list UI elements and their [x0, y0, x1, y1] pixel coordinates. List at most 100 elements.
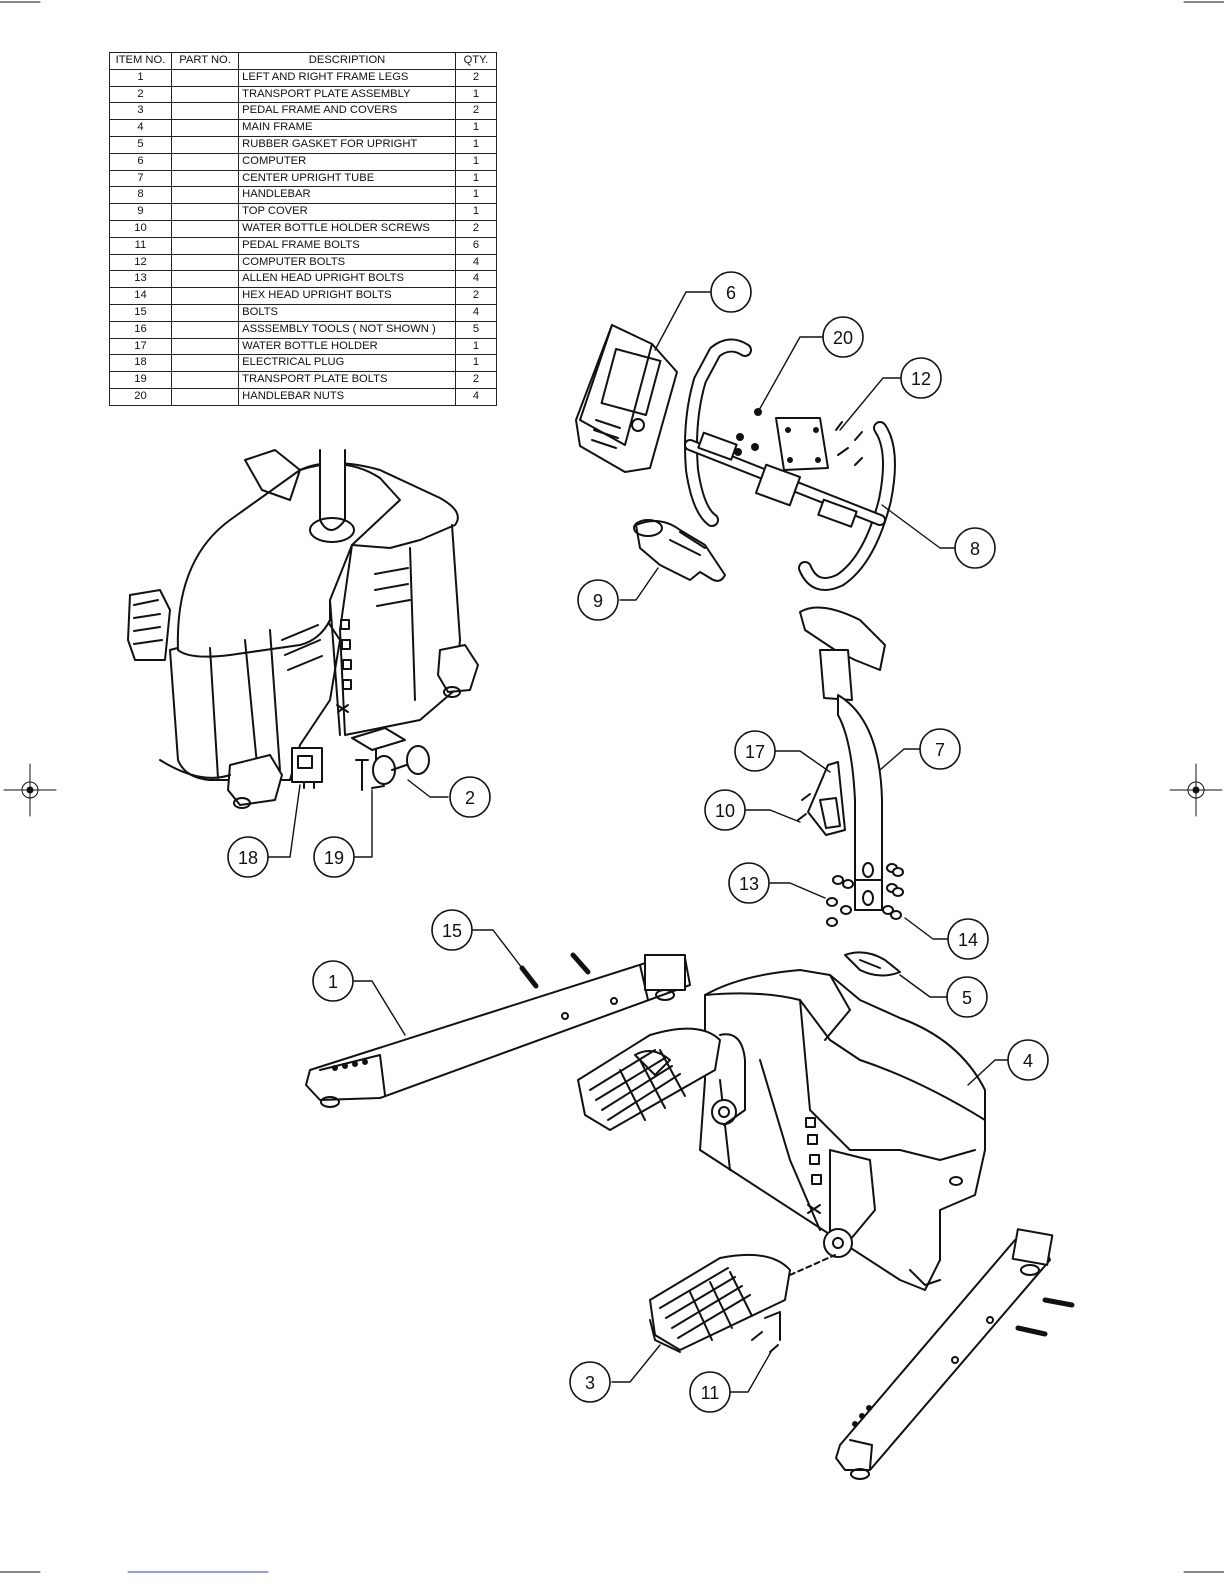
callout-circle — [710, 271, 752, 313]
callout-number: 5 — [962, 988, 972, 1008]
callout-4: 4 — [1007, 1039, 1049, 1081]
callout-number: 14 — [958, 930, 978, 950]
callout-number: 18 — [238, 848, 258, 868]
bolts-15-part — [519, 952, 591, 989]
computer-console-part — [575, 324, 678, 473]
callout-number: 19 — [324, 848, 344, 868]
callout-20: 20 — [822, 316, 864, 358]
leader-lines — [267, 291, 1011, 1393]
callout-circle — [1007, 1039, 1049, 1081]
callout-circle — [449, 776, 491, 818]
cell-description: PEDAL FRAME AND COVERS — [238, 102, 456, 121]
callout-circle — [569, 1361, 611, 1403]
callout-number: 12 — [911, 369, 931, 389]
cell-description: HANDLEBAR NUTS — [238, 387, 456, 406]
cell-description: TRANSPORT PLATE ASSEMBLY — [238, 85, 456, 104]
cell-description: WATER BOTTLE HOLDER SCREWS — [238, 219, 456, 238]
cell-qty: 1 — [454, 119, 498, 137]
callout-11: 11 — [689, 1371, 731, 1413]
cell-description: ALLEN HEAD UPRIGHT BOLTS — [238, 270, 456, 289]
callout-1: 1 — [312, 960, 354, 1002]
callout-number: 20 — [833, 328, 853, 348]
callout-12: 12 — [900, 357, 942, 399]
cell-description: HANDLEBAR — [238, 186, 456, 205]
callout-2: 2 — [449, 776, 491, 818]
allen-head-upright-bolts-part — [826, 875, 854, 927]
callout-8: 8 — [954, 527, 996, 569]
callout-circle — [728, 862, 770, 904]
callout-number: 3 — [585, 1373, 595, 1393]
frame-leg-bolts-part — [1015, 1297, 1075, 1337]
callout-3: 3 — [569, 1361, 611, 1403]
callout-circle — [689, 1371, 731, 1413]
callout-number: 13 — [739, 874, 759, 894]
callout-circle — [822, 316, 864, 358]
callout-circle — [919, 728, 961, 770]
pedal-frame-lower-part — [649, 1253, 836, 1353]
callout-13: 13 — [728, 862, 770, 904]
cell-qty: 1 — [454, 135, 498, 154]
electrical-plug-part — [291, 747, 323, 789]
cell-qty: 4 — [454, 387, 498, 406]
cell-part-no — [170, 387, 240, 406]
callout-number: 8 — [970, 539, 980, 559]
callout-circle — [947, 918, 989, 960]
cell-item-no: 20 — [109, 387, 172, 406]
callout-10: 10 — [704, 789, 746, 831]
callout-number: 2 — [465, 788, 475, 808]
cell-description: HEX HEAD UPRIGHT BOLTS — [238, 287, 456, 305]
pedal-upper-part — [577, 1027, 721, 1131]
water-bottle-holder-part — [807, 761, 846, 836]
callout-7: 7 — [919, 728, 961, 770]
handlebar-nuts-part — [734, 408, 762, 456]
callout-18: 18 — [227, 836, 269, 878]
registration-mark-right — [1169, 763, 1223, 817]
callout-number: 9 — [593, 591, 603, 611]
frame-leg-upper-part — [305, 954, 691, 1108]
callout-number: 7 — [935, 740, 945, 760]
callout-circle — [946, 976, 988, 1018]
cell-description: ASSSEMBLY TOOLS ( NOT SHOWN ) — [238, 320, 456, 339]
callout-circle — [734, 730, 776, 772]
center-upright-tube-part — [799, 606, 886, 911]
callout-circle — [227, 836, 269, 878]
callout-19: 19 — [313, 836, 355, 878]
pedal-frame-bolts-part — [751, 1311, 781, 1353]
callout-circle — [431, 909, 473, 951]
callout-circle — [954, 527, 996, 569]
computer-bolts-part — [835, 421, 863, 466]
cell-description: LEFT AND RIGHT FRAME LEGS — [238, 68, 456, 87]
cell-item-no: 13 — [109, 270, 172, 289]
cell-item-no: 15 — [109, 303, 172, 322]
callout-14: 14 — [947, 918, 989, 960]
callout-number: 15 — [442, 921, 462, 941]
hex-head-upright-bolts-part — [882, 863, 904, 920]
callout-number: 4 — [1023, 1051, 1033, 1071]
callout-9: 9 — [577, 579, 619, 621]
top-cover-part — [633, 519, 726, 582]
callout-circle — [704, 789, 746, 831]
callout-number: 6 — [726, 283, 736, 303]
callout-circle — [577, 579, 619, 621]
callout-5: 5 — [946, 976, 988, 1018]
transport-plate-part — [351, 727, 430, 791]
callout-15: 15 — [431, 909, 473, 951]
callout-circle — [900, 357, 942, 399]
callout-number: 17 — [745, 742, 765, 762]
callout-number: 1 — [328, 972, 338, 992]
registration-mark-left — [3, 763, 57, 817]
